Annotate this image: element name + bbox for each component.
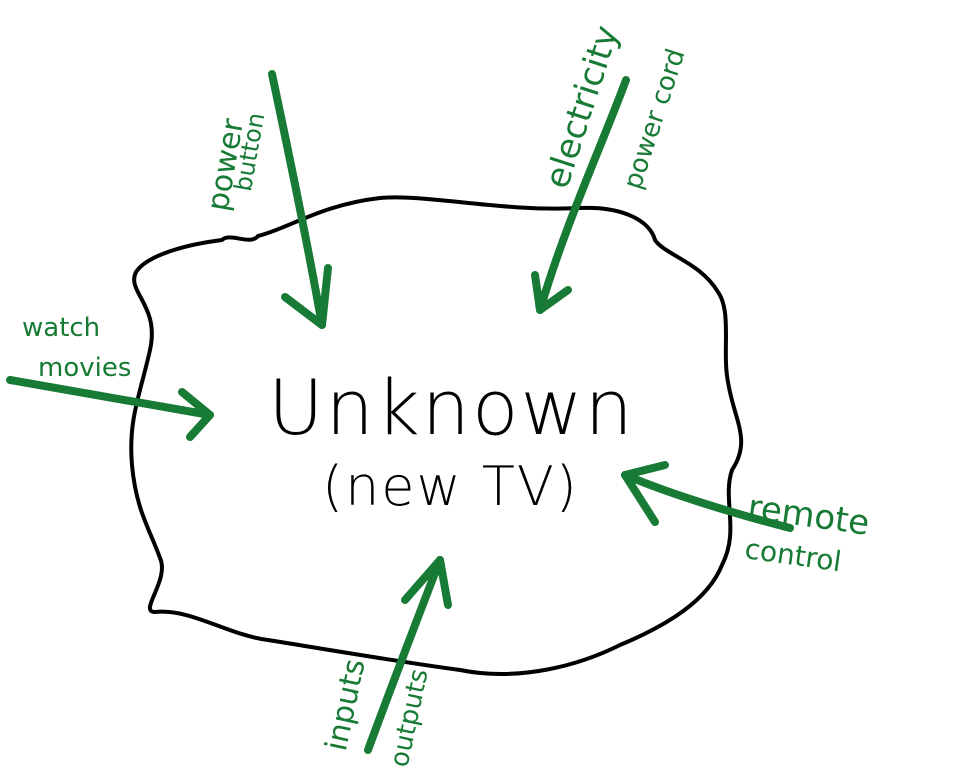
- electricity-arrow: [531, 76, 630, 314]
- power-button-arrow: [268, 70, 332, 329]
- unknown-system-blob: [129, 195, 744, 676]
- watch-movies-arrow: [6, 376, 214, 441]
- center-title-line1: Unknown: [268, 363, 635, 452]
- remote-control-arrow: [621, 461, 794, 532]
- inputs-outputs-arrow: [364, 556, 452, 754]
- label-movies: movies: [38, 353, 132, 383]
- center-title-line2: (new TV): [322, 455, 579, 518]
- label-watch: watch: [22, 313, 101, 343]
